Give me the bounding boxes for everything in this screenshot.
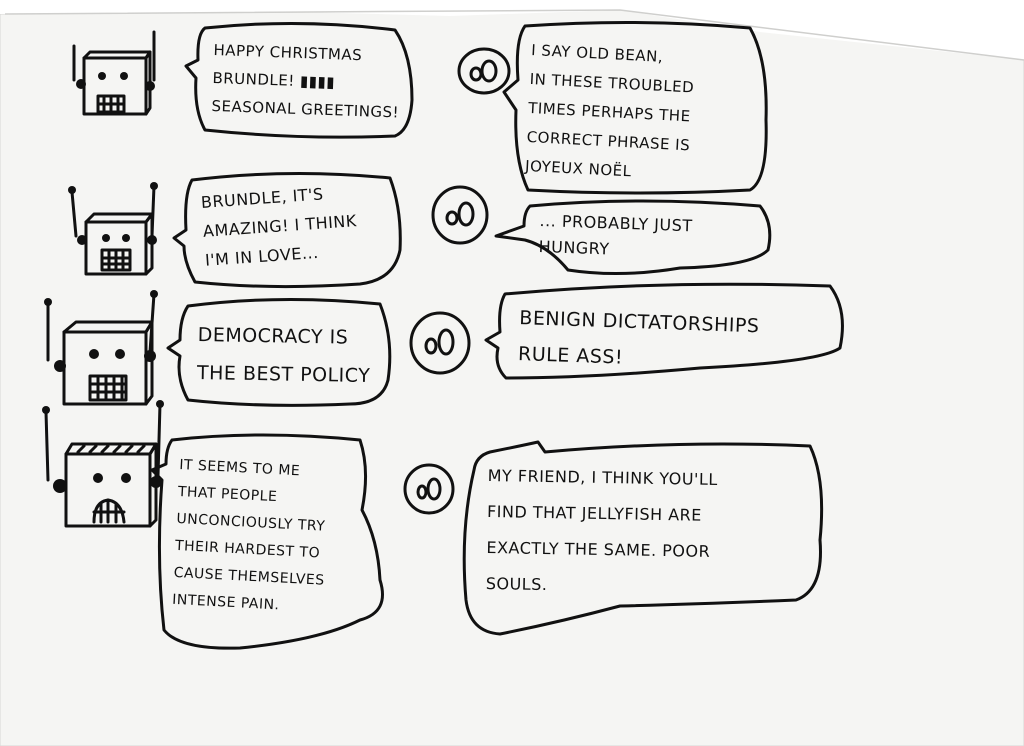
speech-text-4: ... PROBABLY JUST HUNGRY bbox=[538, 210, 693, 259]
speech-text-8: MY FRIEND, I THINK YOU'LL FIND THAT JELL… bbox=[485, 465, 718, 595]
speech-bubble-5 bbox=[166, 297, 392, 407]
robot-icon-4 bbox=[42, 400, 164, 528]
speech-bubble-8 bbox=[462, 440, 824, 636]
robot-icon-1 bbox=[72, 30, 156, 116]
speech-bubble-6 bbox=[484, 282, 844, 380]
speech-text-6: BENIGN DICTATORSHIPS RULE ASS! bbox=[517, 306, 760, 369]
speech-text-3: BRUNDLE, IT'S AMAZING! I THINK I'M IN LO… bbox=[200, 184, 358, 270]
speech-text-7: IT SEEMS TO ME THAT PEOPLE UNCONCIOUSLY … bbox=[171, 456, 326, 614]
speech-text-2: I SAY OLD BEAN, IN THESE TROUBLED TIMES … bbox=[524, 40, 695, 181]
speech-bubble-2 bbox=[502, 20, 768, 195]
speech-text-5: DEMOCRACY IS THE BEST POLICY bbox=[196, 323, 371, 388]
robot-icon-2 bbox=[68, 182, 158, 276]
robot-icon-3 bbox=[44, 290, 158, 406]
blob-face-icon-3 bbox=[409, 311, 471, 375]
blob-face-icon-1 bbox=[457, 47, 511, 95]
speech-bubble-4 bbox=[494, 199, 772, 276]
blob-face-icon-2 bbox=[431, 185, 489, 245]
speech-text-1: HAPPY CHRISTMAS BRUNDLE! ▮▮▮▮ SEASONAL G… bbox=[211, 40, 400, 122]
speech-bubble-7 bbox=[150, 433, 384, 650]
blob-face-icon-4 bbox=[403, 463, 455, 515]
speech-bubble-1 bbox=[184, 21, 414, 139]
speech-bubble-3 bbox=[172, 171, 402, 289]
